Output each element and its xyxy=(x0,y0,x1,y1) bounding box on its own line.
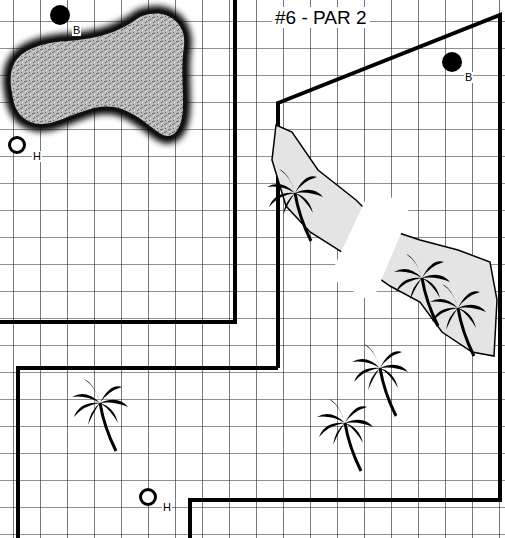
palm-tree xyxy=(72,379,128,451)
wall xyxy=(18,368,278,538)
palm-tree xyxy=(394,254,450,326)
ball-start xyxy=(50,5,70,25)
map-letter: B xyxy=(72,25,81,36)
map-letter: B xyxy=(464,72,473,83)
map-letter: H xyxy=(162,502,172,513)
sand-band xyxy=(272,125,497,356)
bridge xyxy=(330,184,410,302)
wall xyxy=(0,0,235,322)
wall xyxy=(190,15,500,538)
palm-tree xyxy=(430,284,486,356)
sand-trap xyxy=(9,12,186,138)
palm-tree xyxy=(352,344,408,416)
map-letter: H xyxy=(32,151,42,162)
ball-start xyxy=(442,52,462,72)
hole xyxy=(141,490,156,505)
sand-trap-glow xyxy=(9,12,186,138)
palm-tree xyxy=(267,169,323,241)
hole xyxy=(10,138,25,153)
bridge-rail xyxy=(330,184,374,278)
hole-title: #6 - PAR 2 xyxy=(272,7,370,28)
palm-tree xyxy=(317,399,373,471)
